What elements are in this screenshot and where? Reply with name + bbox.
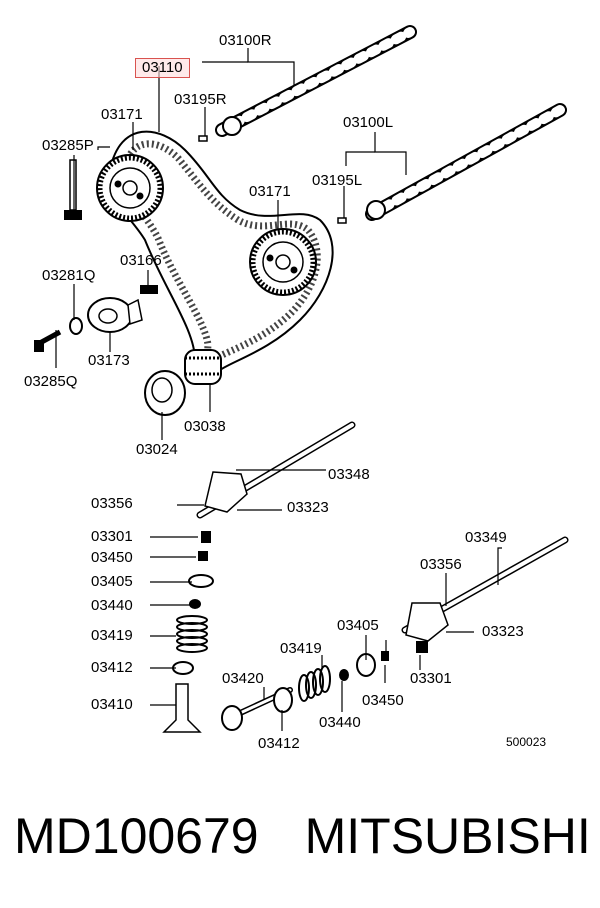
label-rocker-shaft-2: 03349: [465, 529, 507, 546]
label-washer: 03281Q: [42, 267, 96, 284]
label-rocker-arm-1: 03356: [91, 495, 133, 512]
label-stud: 03166: [120, 252, 162, 269]
crank-sprocket: [184, 349, 222, 385]
label-valve-1: 03410: [91, 696, 133, 713]
label-crank-sprocket: 03038: [184, 418, 226, 435]
label-key-l: 03195L: [312, 172, 363, 189]
label-tensioner: 03173: [88, 352, 130, 369]
part-number: MD100679: [14, 808, 259, 864]
label-sprocket-right: 03171: [249, 183, 291, 200]
sprocket-left: [96, 154, 164, 222]
label-rocker-shaft-1: 03348: [328, 466, 370, 483]
label-screw-1: 03301: [91, 528, 133, 545]
camshaft-l: [365, 103, 567, 221]
label-seat-1: 03412: [91, 659, 133, 676]
label-adjuster-2: 03323: [482, 623, 524, 640]
timing-belt: [108, 130, 334, 380]
label-sprocket-left: 03171: [101, 106, 143, 123]
label-nut-1: 03450: [91, 549, 133, 566]
tensioner: [87, 297, 143, 333]
stud: [140, 285, 158, 294]
label-spring-1: 03419: [91, 627, 133, 644]
label-retainer-2: 03440: [319, 714, 361, 731]
label-timing-belt[interactable]: 03110: [135, 58, 190, 78]
label-screw-2: 03301: [410, 670, 452, 687]
rocker-shaft-2: [401, 536, 569, 642]
small-parts-column-1: [162, 531, 214, 733]
small-parts-column-2: [221, 641, 428, 731]
label-bolt-bottom: 03285Q: [24, 373, 78, 390]
bolt-top: [64, 159, 82, 220]
sprocket-right: [249, 228, 317, 296]
label-adjuster-1: 03323: [287, 499, 329, 516]
camshaft-r: [215, 25, 417, 137]
key-l: [337, 217, 347, 224]
washer: [69, 317, 83, 335]
label-camshaft-l: 03100L: [343, 114, 394, 131]
parts-diagram: 03100R 03110 03195R 03171 03285P 03100L …: [24, 25, 569, 752]
footer: MD100679 MITSUBISHI: [14, 806, 594, 876]
label-seat-2: 03412: [258, 735, 300, 752]
label-spring-2: 03419: [280, 640, 322, 657]
leader-lines: [55, 48, 502, 731]
key-r: [198, 135, 208, 142]
label-key-r: 03195R: [174, 91, 227, 108]
label-seal-2: 03405: [337, 617, 379, 634]
label-bolt-top: 03285P: [42, 137, 94, 154]
label-camshaft-r: 03100R: [219, 32, 272, 49]
plate: [144, 370, 186, 416]
label-nut-2: 03450: [362, 692, 404, 709]
drawing-number: 500023: [506, 735, 547, 749]
label-valve-2: 03420: [222, 670, 264, 687]
brand-name: MITSUBISHI: [304, 808, 591, 864]
label-seal-1: 03405: [91, 573, 133, 590]
label-plate: 03024: [136, 441, 178, 458]
label-retainer-1: 03440: [91, 597, 133, 614]
label-rocker-arm-2: 03356: [420, 556, 462, 573]
diagram-drawing: [34, 25, 569, 733]
